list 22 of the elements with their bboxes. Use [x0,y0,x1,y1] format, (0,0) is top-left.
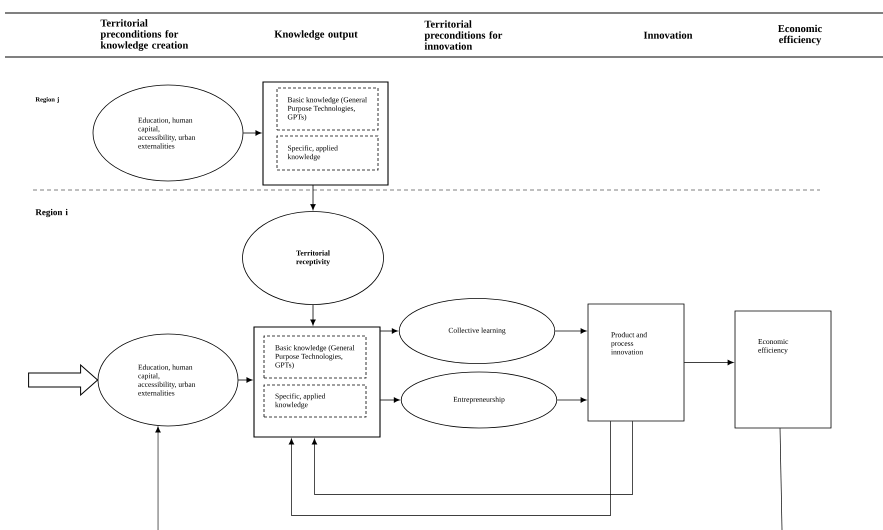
knowledge-box [262,81,389,186]
column-heading: Knowledge output [274,30,358,40]
feedback-arrow [312,421,633,495]
knowledge-box [253,326,381,438]
column-heading: Territorial preconditions for innovation [424,20,502,50]
feedback-arrow [288,421,611,516]
line [780,428,782,530]
arrow [243,130,262,136]
arrow [310,304,316,326]
arrow [238,377,252,383]
arrow [380,328,398,334]
arrow [556,397,587,403]
column-heading: Territorial preconditions for knowledge creation [100,19,188,51]
column-heading: Innovation [644,31,692,39]
arrow [380,397,400,403]
arrow [155,426,161,530]
arrow [310,185,316,210]
region-label: Region i [36,208,68,218]
column-heading: Economic efficiency [778,24,822,46]
arrow [554,328,587,334]
block-arrow [28,364,98,396]
arrow [684,360,734,366]
